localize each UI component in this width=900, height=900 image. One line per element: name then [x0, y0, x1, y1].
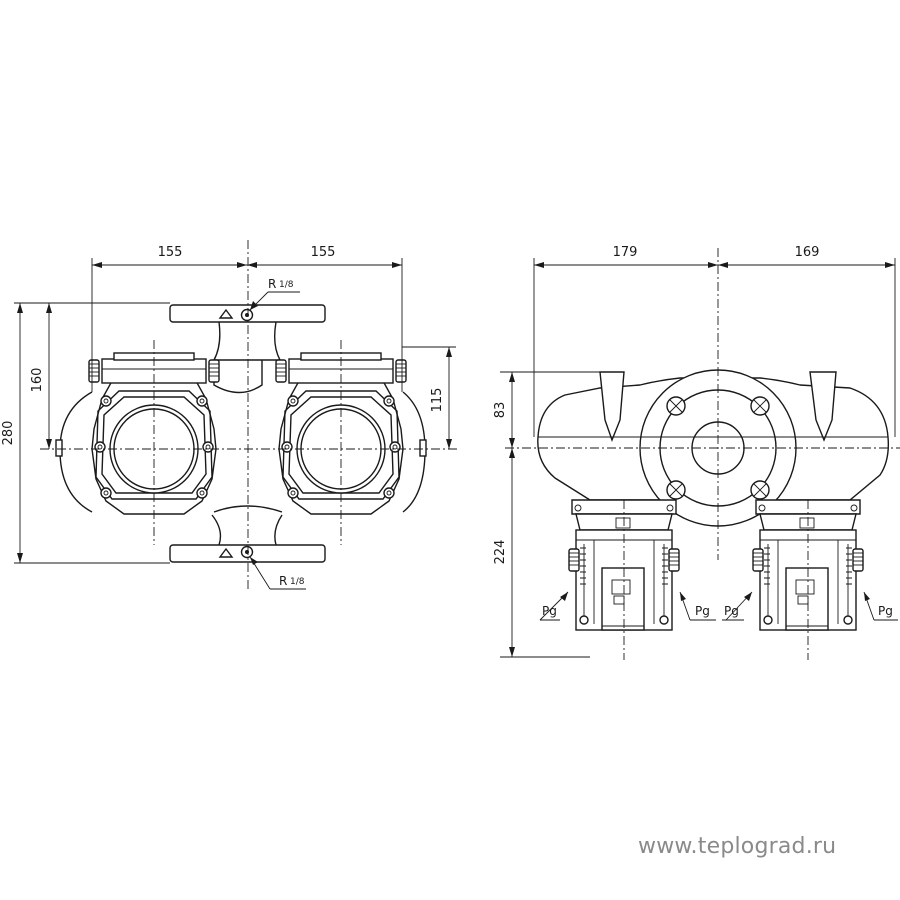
dim-right-width: 169	[795, 245, 820, 260]
dim-width-left: 155	[158, 245, 183, 260]
pg-label-4: Pg	[878, 604, 893, 618]
dim-side-upper-height: 83	[493, 402, 508, 419]
dim-motor-height: 115	[430, 388, 445, 413]
dim-left-width: 179	[613, 245, 638, 260]
front-view: 155 155 280 160 115 R 1/8 R 1/8	[1, 240, 460, 590]
dim-upper-height: 160	[30, 368, 45, 393]
pg-label-2: Pg	[695, 604, 710, 618]
pg-label-3: Pg	[724, 604, 739, 618]
dim-side-lower-height: 224	[493, 540, 508, 565]
side-view: 179 169 83 224 Pg Pg Pg Pg	[493, 245, 900, 660]
dim-width-right: 155	[311, 245, 336, 260]
port-bottom-label: R	[279, 574, 287, 588]
watermark-text: www.teplograd.ru	[638, 834, 837, 859]
dim-total-height: 280	[1, 421, 16, 446]
port-bottom-fraction: 1/8	[290, 577, 305, 587]
port-top-label: R	[268, 277, 276, 291]
port-top-fraction: 1/8	[279, 280, 294, 290]
pg-label-1: Pg	[542, 604, 557, 618]
